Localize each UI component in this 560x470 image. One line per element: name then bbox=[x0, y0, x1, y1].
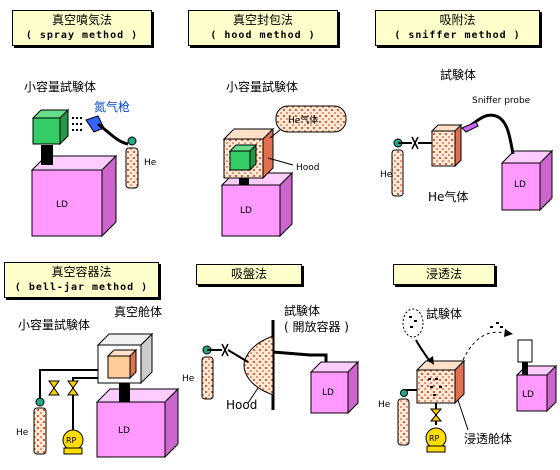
belljar-he-cylinder bbox=[33, 407, 47, 455]
sniffer-title-box: 吸附法 ( sniffer method ) bbox=[375, 10, 540, 46]
immersion-particles bbox=[428, 378, 442, 396]
suction-he-label: He bbox=[182, 374, 195, 384]
sniffer-panel bbox=[391, 113, 554, 212]
sniffer-he-cylinder bbox=[391, 149, 404, 197]
suction-ld-unit bbox=[309, 360, 360, 415]
suction-ld-label: LD bbox=[322, 388, 334, 398]
belljar-panel bbox=[33, 332, 180, 459]
suction-panel bbox=[201, 320, 360, 415]
spray-ld-unit bbox=[30, 154, 118, 238]
spray-subtitle: ( spray method ) bbox=[25, 30, 139, 41]
immersion-rp-label: RP bbox=[429, 434, 440, 443]
sniffer-probe-label: Sniffer probe bbox=[472, 96, 531, 106]
belljar-he-valve-icon bbox=[35, 397, 45, 407]
sniffer-hose bbox=[469, 113, 515, 155]
suction-hood-pointer bbox=[247, 387, 259, 404]
sniffer-subtitle: ( sniffer method ) bbox=[394, 30, 521, 41]
hood-title-box: 真空封包法 ( hood method ) bbox=[188, 10, 338, 46]
belljar-test-object bbox=[106, 348, 138, 380]
suction-title: 吸盤法 bbox=[230, 267, 267, 281]
belljar-subtitle: ( bell-jar method ) bbox=[14, 282, 149, 293]
belljar-ld-label: LD bbox=[118, 426, 130, 436]
sniffer-test-object-label: 試験体 bbox=[440, 68, 477, 82]
immersion-arrow-down bbox=[415, 339, 431, 363]
immersion-panel bbox=[397, 308, 558, 453]
sniffer-he-label: He bbox=[380, 170, 393, 180]
hood-label-pointer bbox=[267, 157, 294, 166]
hood-subtitle: ( hood method ) bbox=[210, 30, 316, 41]
belljar-he-pipe bbox=[39, 369, 98, 400]
spray-gun-icon bbox=[85, 115, 105, 133]
suction-cup-hood bbox=[243, 335, 274, 396]
hood-test-object bbox=[228, 143, 258, 172]
hood-title: 真空封包法 bbox=[232, 13, 293, 27]
immersion-ld-unit bbox=[515, 364, 558, 413]
immersion-transfer-arrow bbox=[462, 331, 506, 361]
spray-gun-label: 氮气枪 bbox=[94, 100, 131, 114]
suction-connector-icon bbox=[221, 343, 229, 357]
hood-he-gas-label: He气体 bbox=[288, 116, 319, 126]
suction-hood-label: Hood bbox=[226, 398, 258, 412]
sniffer-connector-icon bbox=[411, 136, 419, 150]
immersion-chamber-label: 浸透舱体 bbox=[464, 432, 513, 446]
hood-ld-label: LD bbox=[240, 206, 252, 216]
spray-valve-icon bbox=[127, 136, 137, 146]
sniffer-title: 吸附法 bbox=[439, 13, 476, 27]
belljar-ld-unit bbox=[95, 387, 180, 459]
spray-test-object-label: 小容量試験体 bbox=[24, 80, 97, 94]
suction-open-container-label: ( 開放容器 ) bbox=[284, 320, 349, 334]
spray-hose bbox=[97, 122, 129, 146]
belljar-valve-1-icon bbox=[48, 380, 60, 389]
hood-panel bbox=[220, 105, 347, 238]
spray-stem bbox=[41, 145, 53, 165]
sniffer-ld-label: LD bbox=[514, 180, 526, 190]
immersion-chamber bbox=[415, 359, 466, 405]
hood-test-object-label: 小容量試験体 bbox=[226, 80, 299, 94]
spray-he-cylinder bbox=[125, 147, 139, 189]
hood-hood-label: Hood bbox=[296, 163, 320, 173]
sniffer-probe-icon bbox=[461, 121, 479, 133]
immersion-valve-icon bbox=[400, 389, 408, 397]
immersion-valve-2-icon bbox=[429, 408, 443, 416]
belljar-he-label: He bbox=[16, 428, 29, 438]
belljar-valve-2-icon bbox=[67, 380, 79, 389]
belljar-stem bbox=[119, 381, 130, 402]
spray-ld-label: LD bbox=[56, 200, 68, 210]
sniffer-ld-unit bbox=[500, 149, 554, 212]
immersion-title: 浸透法 bbox=[425, 267, 462, 281]
immersion-he-label: He bbox=[378, 400, 391, 410]
belljar-rp-label: RP bbox=[66, 436, 77, 445]
spray-particles bbox=[72, 117, 82, 131]
spray-title-box: 真空噴気法 ( spray method ) bbox=[12, 10, 152, 46]
spray-title: 真空噴気法 bbox=[51, 13, 112, 27]
sniffer-he-gas-label: He气体 bbox=[428, 190, 469, 204]
belljar-test-object-label: 小容量試験体 bbox=[18, 318, 91, 332]
suction-test-object-label: 試験体 bbox=[284, 304, 321, 318]
immersion-title-box: 浸透法 bbox=[393, 264, 495, 285]
immersion-test-object-label: 試験体 bbox=[426, 307, 463, 321]
immersion-test-object-2 bbox=[517, 339, 533, 363]
immersion-he-cloud bbox=[402, 308, 424, 338]
suction-title-box: 吸盤法 bbox=[196, 264, 302, 285]
belljar-rp-pipe bbox=[72, 377, 98, 430]
hood-gas-pointer bbox=[269, 129, 281, 139]
sniffer-test-object bbox=[430, 123, 463, 168]
hood-he-gas-bubble bbox=[275, 105, 347, 133]
hood-ld-unit bbox=[220, 171, 294, 238]
suction-ld-hose bbox=[272, 350, 328, 362]
spray-test-object bbox=[31, 108, 70, 146]
spray-panel bbox=[30, 108, 139, 238]
belljar-chamber-label: 真空舱体 bbox=[114, 305, 163, 319]
belljar-title: 真空容器法 bbox=[51, 265, 112, 279]
suction-he-cylinder bbox=[201, 356, 214, 400]
spray-he-label: He bbox=[144, 158, 157, 168]
belljar-title-box: 真空容器法 ( bell-jar method ) bbox=[4, 262, 159, 298]
immersion-he-cylinder bbox=[397, 398, 410, 446]
immersion-chamber-pointer bbox=[457, 399, 469, 431]
immersion-ld-label: LD bbox=[522, 390, 534, 400]
